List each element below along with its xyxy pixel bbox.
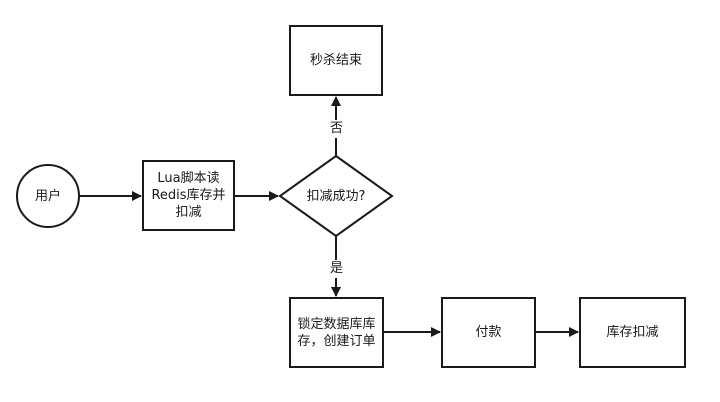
lua-script-label: Lua脚本读 Redis库存并 扣减 (143, 161, 234, 230)
payment-node (441, 297, 536, 368)
decision-label: 扣减成功? (290, 186, 382, 206)
lock-stock-line-2: 存，创建订单 (297, 333, 376, 349)
seckill-end-label: 秒杀结束 (290, 26, 382, 95)
lua-script-node (142, 160, 235, 231)
deduct-stock-text: 库存扣减 (606, 325, 659, 340)
lock-stock-label: 锁定数据库库 存，创建订单 (290, 298, 383, 367)
payment-text: 付款 (475, 325, 502, 340)
lua-script-line-3: 扣减 (175, 205, 202, 220)
user-text: 用户 (34, 188, 61, 204)
payment-label: 付款 (442, 298, 535, 367)
lock-stock-node (289, 297, 384, 368)
user-label: 用户 (17, 165, 79, 227)
deduct-stock-node (579, 297, 686, 368)
seckill-end-node (289, 25, 383, 96)
decision-text: 扣减成功? (306, 188, 366, 204)
lock-stock-line-1: 锁定数据库库 (297, 316, 376, 332)
edge-yes-label: 是 (328, 260, 346, 278)
seckill-end-text: 秒杀结束 (309, 53, 362, 68)
lua-script-line-2: Redis库存并 (151, 188, 226, 203)
edge-no-label: 否 (328, 120, 346, 138)
deduct-stock-label: 库存扣减 (580, 298, 685, 367)
lua-script-line-1: Lua脚本读 (157, 171, 220, 186)
